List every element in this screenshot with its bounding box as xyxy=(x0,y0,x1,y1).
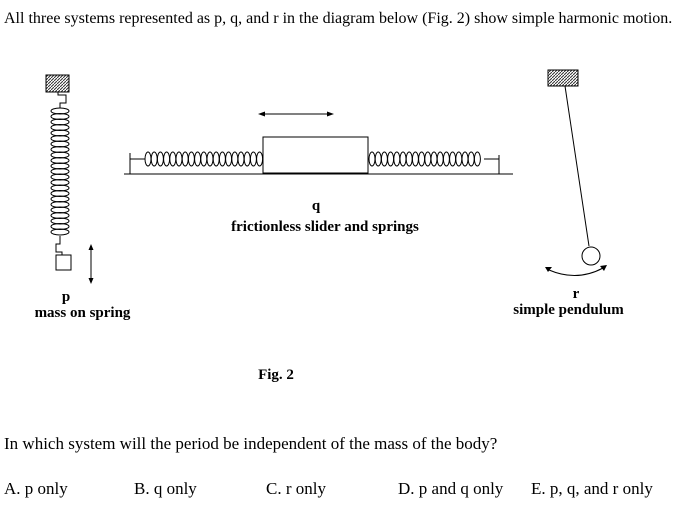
q-left-spring-coils xyxy=(144,151,264,167)
q-right-spring-coils xyxy=(368,151,481,167)
choice-b[interactable]: B. q only xyxy=(134,479,197,498)
r-ceiling-support xyxy=(547,69,579,87)
label-p-caption: mass on spring xyxy=(34,305,131,321)
label-r-caption: simple pendulum xyxy=(513,302,624,318)
p-hook xyxy=(57,92,67,108)
choice-c[interactable]: C. r only xyxy=(266,479,326,498)
system-p-mass-on-spring xyxy=(45,74,94,284)
choice-a[interactable]: A. p only xyxy=(4,479,68,498)
label-q-caption: frictionless slider and springs xyxy=(231,219,419,235)
p-vertical-motion-arrow-icon xyxy=(88,244,94,284)
p-ceiling-support xyxy=(45,74,70,93)
r-string xyxy=(564,85,590,247)
r-swing-arrow-icon xyxy=(545,265,607,276)
p-spring-lower-hook xyxy=(55,236,63,255)
label-q-letter: q xyxy=(311,198,321,214)
system-r-simple-pendulum xyxy=(545,69,607,276)
p-spring-coils xyxy=(50,107,70,236)
figure-label: Fig. 2 xyxy=(258,367,294,383)
choice-d[interactable]: D. p and q only xyxy=(398,479,504,498)
intro-text: All three systems represented as p, q, a… xyxy=(4,10,673,27)
choice-e[interactable]: E. p, q, and r only xyxy=(531,479,653,498)
label-r-letter: r xyxy=(572,286,580,302)
q-slider-block xyxy=(262,136,369,174)
q-horizontal-motion-arrow-icon xyxy=(258,111,334,117)
system-q-slider-and-springs xyxy=(124,111,513,175)
question-text: In which system will the period be indep… xyxy=(4,434,498,453)
label-p-letter: p xyxy=(61,289,71,305)
p-mass-block xyxy=(55,254,72,271)
r-bob xyxy=(581,246,601,266)
